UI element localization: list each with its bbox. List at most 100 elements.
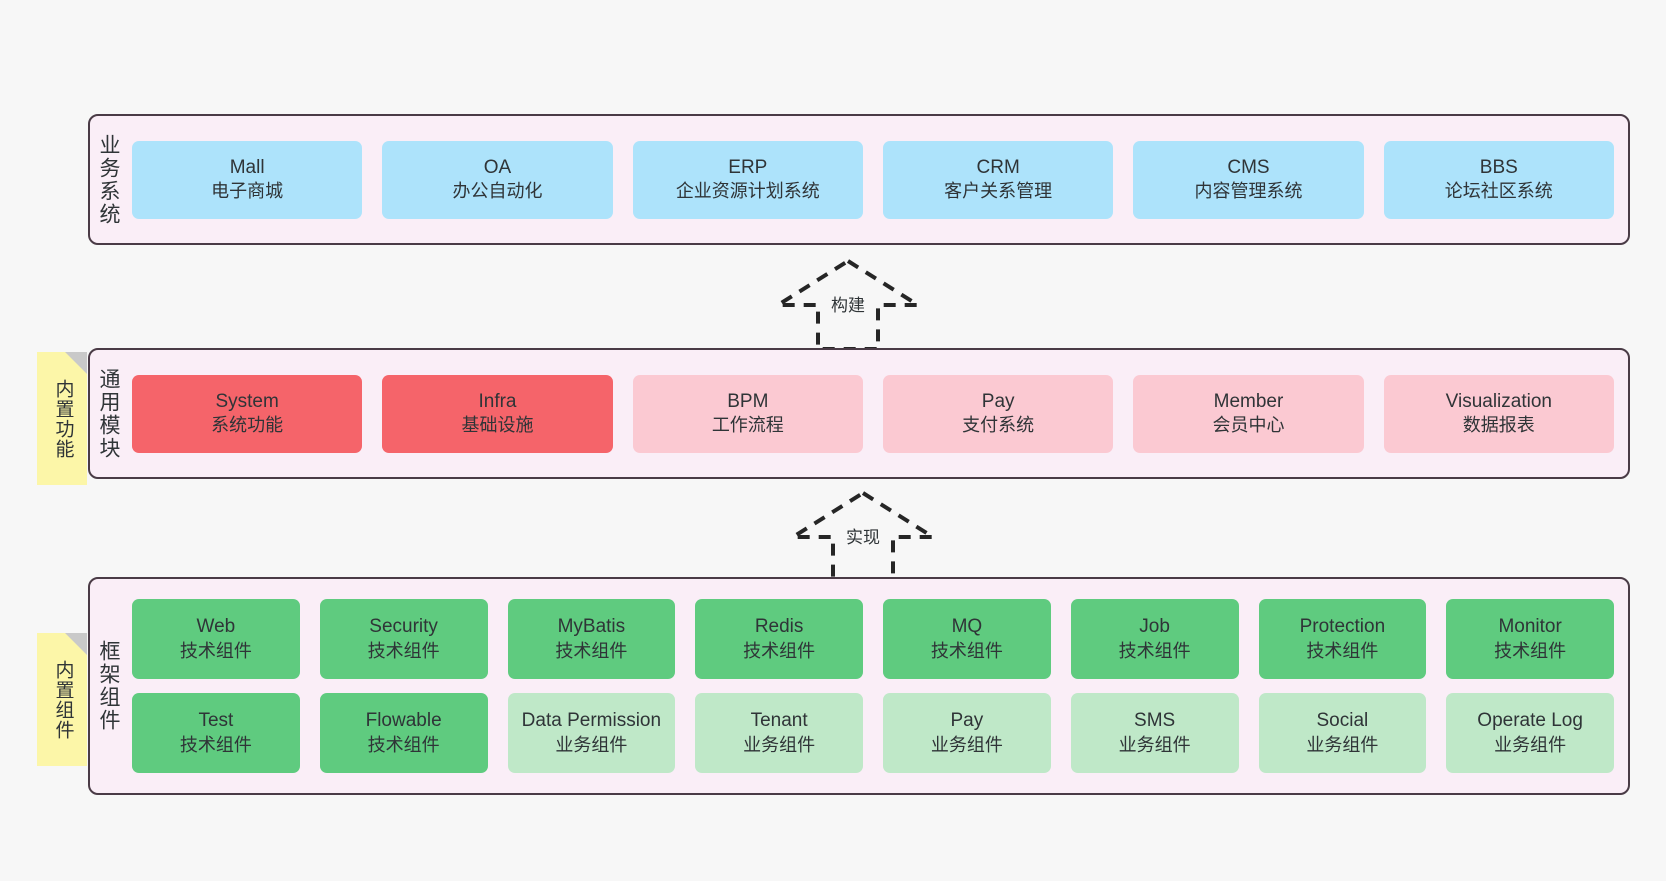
card-job[interactable]: Job 技术组件 bbox=[1070, 599, 1239, 679]
card-subtitle: 客户关系管理 bbox=[944, 181, 1053, 202]
sticky-note-label: 内置组件 bbox=[52, 659, 74, 740]
card-row: Web 技术组件 Security 技术组件 MyBatis 技术组件 Redi… bbox=[132, 599, 1614, 679]
card-infra[interactable]: Infra 基础设施 bbox=[382, 374, 613, 453]
card-subtitle: 论坛社区系统 bbox=[1444, 181, 1553, 202]
card-operate-log[interactable]: Operate Log 业务组件 bbox=[1446, 693, 1614, 773]
sticky-note-builtin-components: 内置组件 bbox=[37, 633, 87, 766]
card-row: Mall 电子商城 OA 办公自动化 ERP 企业资源计划系统 CRM 客户关系… bbox=[132, 140, 1614, 219]
card-title: Redis bbox=[754, 616, 804, 638]
arrow-realize: 实现 bbox=[768, 485, 958, 585]
card-oa[interactable]: OA 办公自动化 bbox=[382, 140, 613, 219]
card-subtitle: 工作流程 bbox=[711, 415, 784, 436]
layer-body-framework-components: Web 技术组件 Security 技术组件 MyBatis 技术组件 Redi… bbox=[126, 579, 1628, 793]
card-bbs[interactable]: BBS 论坛社区系统 bbox=[1383, 140, 1614, 219]
card-title: Social bbox=[1316, 710, 1369, 732]
card-title: MQ bbox=[951, 616, 983, 638]
card-subtitle: 企业资源计划系统 bbox=[675, 181, 820, 202]
card-member[interactable]: Member 会员中心 bbox=[1133, 374, 1364, 453]
card-title: BBS bbox=[1479, 156, 1518, 178]
card-subtitle: 数据报表 bbox=[1462, 415, 1535, 436]
card-subtitle: 系统功能 bbox=[211, 415, 284, 436]
card-mq[interactable]: MQ 技术组件 bbox=[883, 599, 1051, 679]
card-mall[interactable]: Mall 电子商城 bbox=[132, 140, 363, 219]
card-subtitle: 支付系统 bbox=[962, 415, 1035, 436]
card-bpm[interactable]: BPM 工作流程 bbox=[632, 374, 863, 453]
card-subtitle: 业务组件 bbox=[1494, 734, 1567, 755]
card-security[interactable]: Security 技术组件 bbox=[319, 599, 488, 679]
card-title: OA bbox=[483, 156, 512, 178]
card-protection[interactable]: Protection 技术组件 bbox=[1258, 599, 1427, 679]
sticky-fold-corner-icon bbox=[65, 352, 87, 374]
card-title: Operate Log bbox=[1477, 710, 1583, 732]
card-social[interactable]: Social 业务组件 bbox=[1258, 693, 1427, 773]
card-erp[interactable]: ERP 企业资源计划系统 bbox=[632, 140, 863, 219]
card-subtitle: 技术组件 bbox=[930, 640, 1003, 661]
arrow-build-label: 构建 bbox=[831, 296, 865, 315]
card-pay-component[interactable]: Pay 业务组件 bbox=[883, 693, 1051, 773]
card-title: ERP bbox=[728, 156, 768, 178]
card-test[interactable]: Test 技术组件 bbox=[132, 693, 300, 773]
card-subtitle: 技术组件 bbox=[367, 640, 440, 661]
card-cms[interactable]: CMS 内容管理系统 bbox=[1133, 140, 1364, 219]
card-title: Tenant bbox=[750, 710, 808, 732]
card-title: Visualization bbox=[1445, 390, 1552, 412]
card-subtitle: 会员中心 bbox=[1212, 415, 1285, 436]
card-flowable[interactable]: Flowable 技术组件 bbox=[319, 693, 488, 773]
card-title: Mall bbox=[229, 156, 265, 178]
card-title: SMS bbox=[1134, 710, 1176, 732]
card-subtitle: 业务组件 bbox=[555, 734, 628, 755]
layer-body-business-system: Mall 电子商城 OA 办公自动化 ERP 企业资源计划系统 CRM 客户关系… bbox=[126, 116, 1628, 243]
card-title: Pay bbox=[950, 710, 984, 732]
card-title: Protection bbox=[1299, 616, 1386, 638]
card-title: MyBatis bbox=[557, 616, 626, 638]
card-title: Security bbox=[369, 616, 438, 638]
card-title: Test bbox=[198, 710, 234, 732]
card-data-permission[interactable]: Data Permission 业务组件 bbox=[507, 693, 676, 773]
card-row: System 系统功能 Infra 基础设施 BPM 工作流程 Pay 支付系统… bbox=[132, 374, 1614, 453]
card-subtitle: 办公自动化 bbox=[452, 181, 543, 202]
card-redis[interactable]: Redis 技术组件 bbox=[695, 599, 863, 679]
card-subtitle: 技术组件 bbox=[1118, 640, 1191, 661]
card-title: Data Permission bbox=[521, 710, 662, 732]
card-subtitle: 业务组件 bbox=[930, 734, 1003, 755]
card-subtitle: 技术组件 bbox=[367, 734, 440, 755]
layer-title-common-modules: 通用模块 bbox=[97, 367, 121, 460]
card-title: Job bbox=[1139, 616, 1170, 638]
sticky-fold-corner-icon bbox=[65, 633, 87, 655]
layer-business-system: 业务系统 Mall 电子商城 OA 办公自动化 ERP 企业资源计划系统 CRM… bbox=[88, 114, 1630, 245]
layer-title-business-system: 业务系统 bbox=[97, 133, 121, 226]
card-subtitle: 技术组件 bbox=[1306, 640, 1379, 661]
card-pay-module[interactable]: Pay 支付系统 bbox=[882, 374, 1114, 453]
card-monitor[interactable]: Monitor 技术组件 bbox=[1446, 599, 1614, 679]
card-subtitle: 业务组件 bbox=[743, 734, 816, 755]
card-subtitle: 技术组件 bbox=[1494, 640, 1567, 661]
layer-title-framework-components: 框架组件 bbox=[97, 640, 121, 732]
card-sms[interactable]: SMS 业务组件 bbox=[1070, 693, 1239, 773]
card-title: CRM bbox=[976, 156, 1020, 178]
card-tenant[interactable]: Tenant 业务组件 bbox=[695, 693, 863, 773]
card-title: CMS bbox=[1227, 156, 1270, 178]
card-title: Infra bbox=[478, 390, 517, 412]
card-title: Monitor bbox=[1498, 616, 1562, 638]
card-title: Pay bbox=[981, 390, 1015, 412]
card-title: Member bbox=[1213, 390, 1284, 412]
card-title: Flowable bbox=[365, 710, 442, 732]
card-subtitle: 业务组件 bbox=[1118, 734, 1191, 755]
card-mybatis[interactable]: MyBatis 技术组件 bbox=[507, 599, 676, 679]
layer-common-modules: 通用模块 System 系统功能 Infra 基础设施 BPM 工作流程 Pay… bbox=[88, 348, 1630, 479]
card-title: BPM bbox=[727, 390, 769, 412]
card-row: Test 技术组件 Flowable 技术组件 Data Permission … bbox=[132, 693, 1614, 773]
card-title: Web bbox=[196, 616, 236, 638]
card-subtitle: 技术组件 bbox=[555, 640, 628, 661]
card-system[interactable]: System 系统功能 bbox=[132, 374, 363, 453]
layer-body-common-modules: System 系统功能 Infra 基础设施 BPM 工作流程 Pay 支付系统… bbox=[126, 350, 1628, 477]
card-web[interactable]: Web 技术组件 bbox=[132, 599, 300, 679]
sticky-note-label: 内置功能 bbox=[52, 378, 74, 459]
card-visualization[interactable]: Visualization 数据报表 bbox=[1383, 374, 1614, 453]
card-subtitle: 内容管理系统 bbox=[1194, 181, 1303, 202]
card-subtitle: 技术组件 bbox=[179, 734, 252, 755]
card-subtitle: 技术组件 bbox=[743, 640, 816, 661]
arrow-realize-label: 实现 bbox=[846, 528, 880, 547]
card-crm[interactable]: CRM 客户关系管理 bbox=[882, 140, 1114, 219]
